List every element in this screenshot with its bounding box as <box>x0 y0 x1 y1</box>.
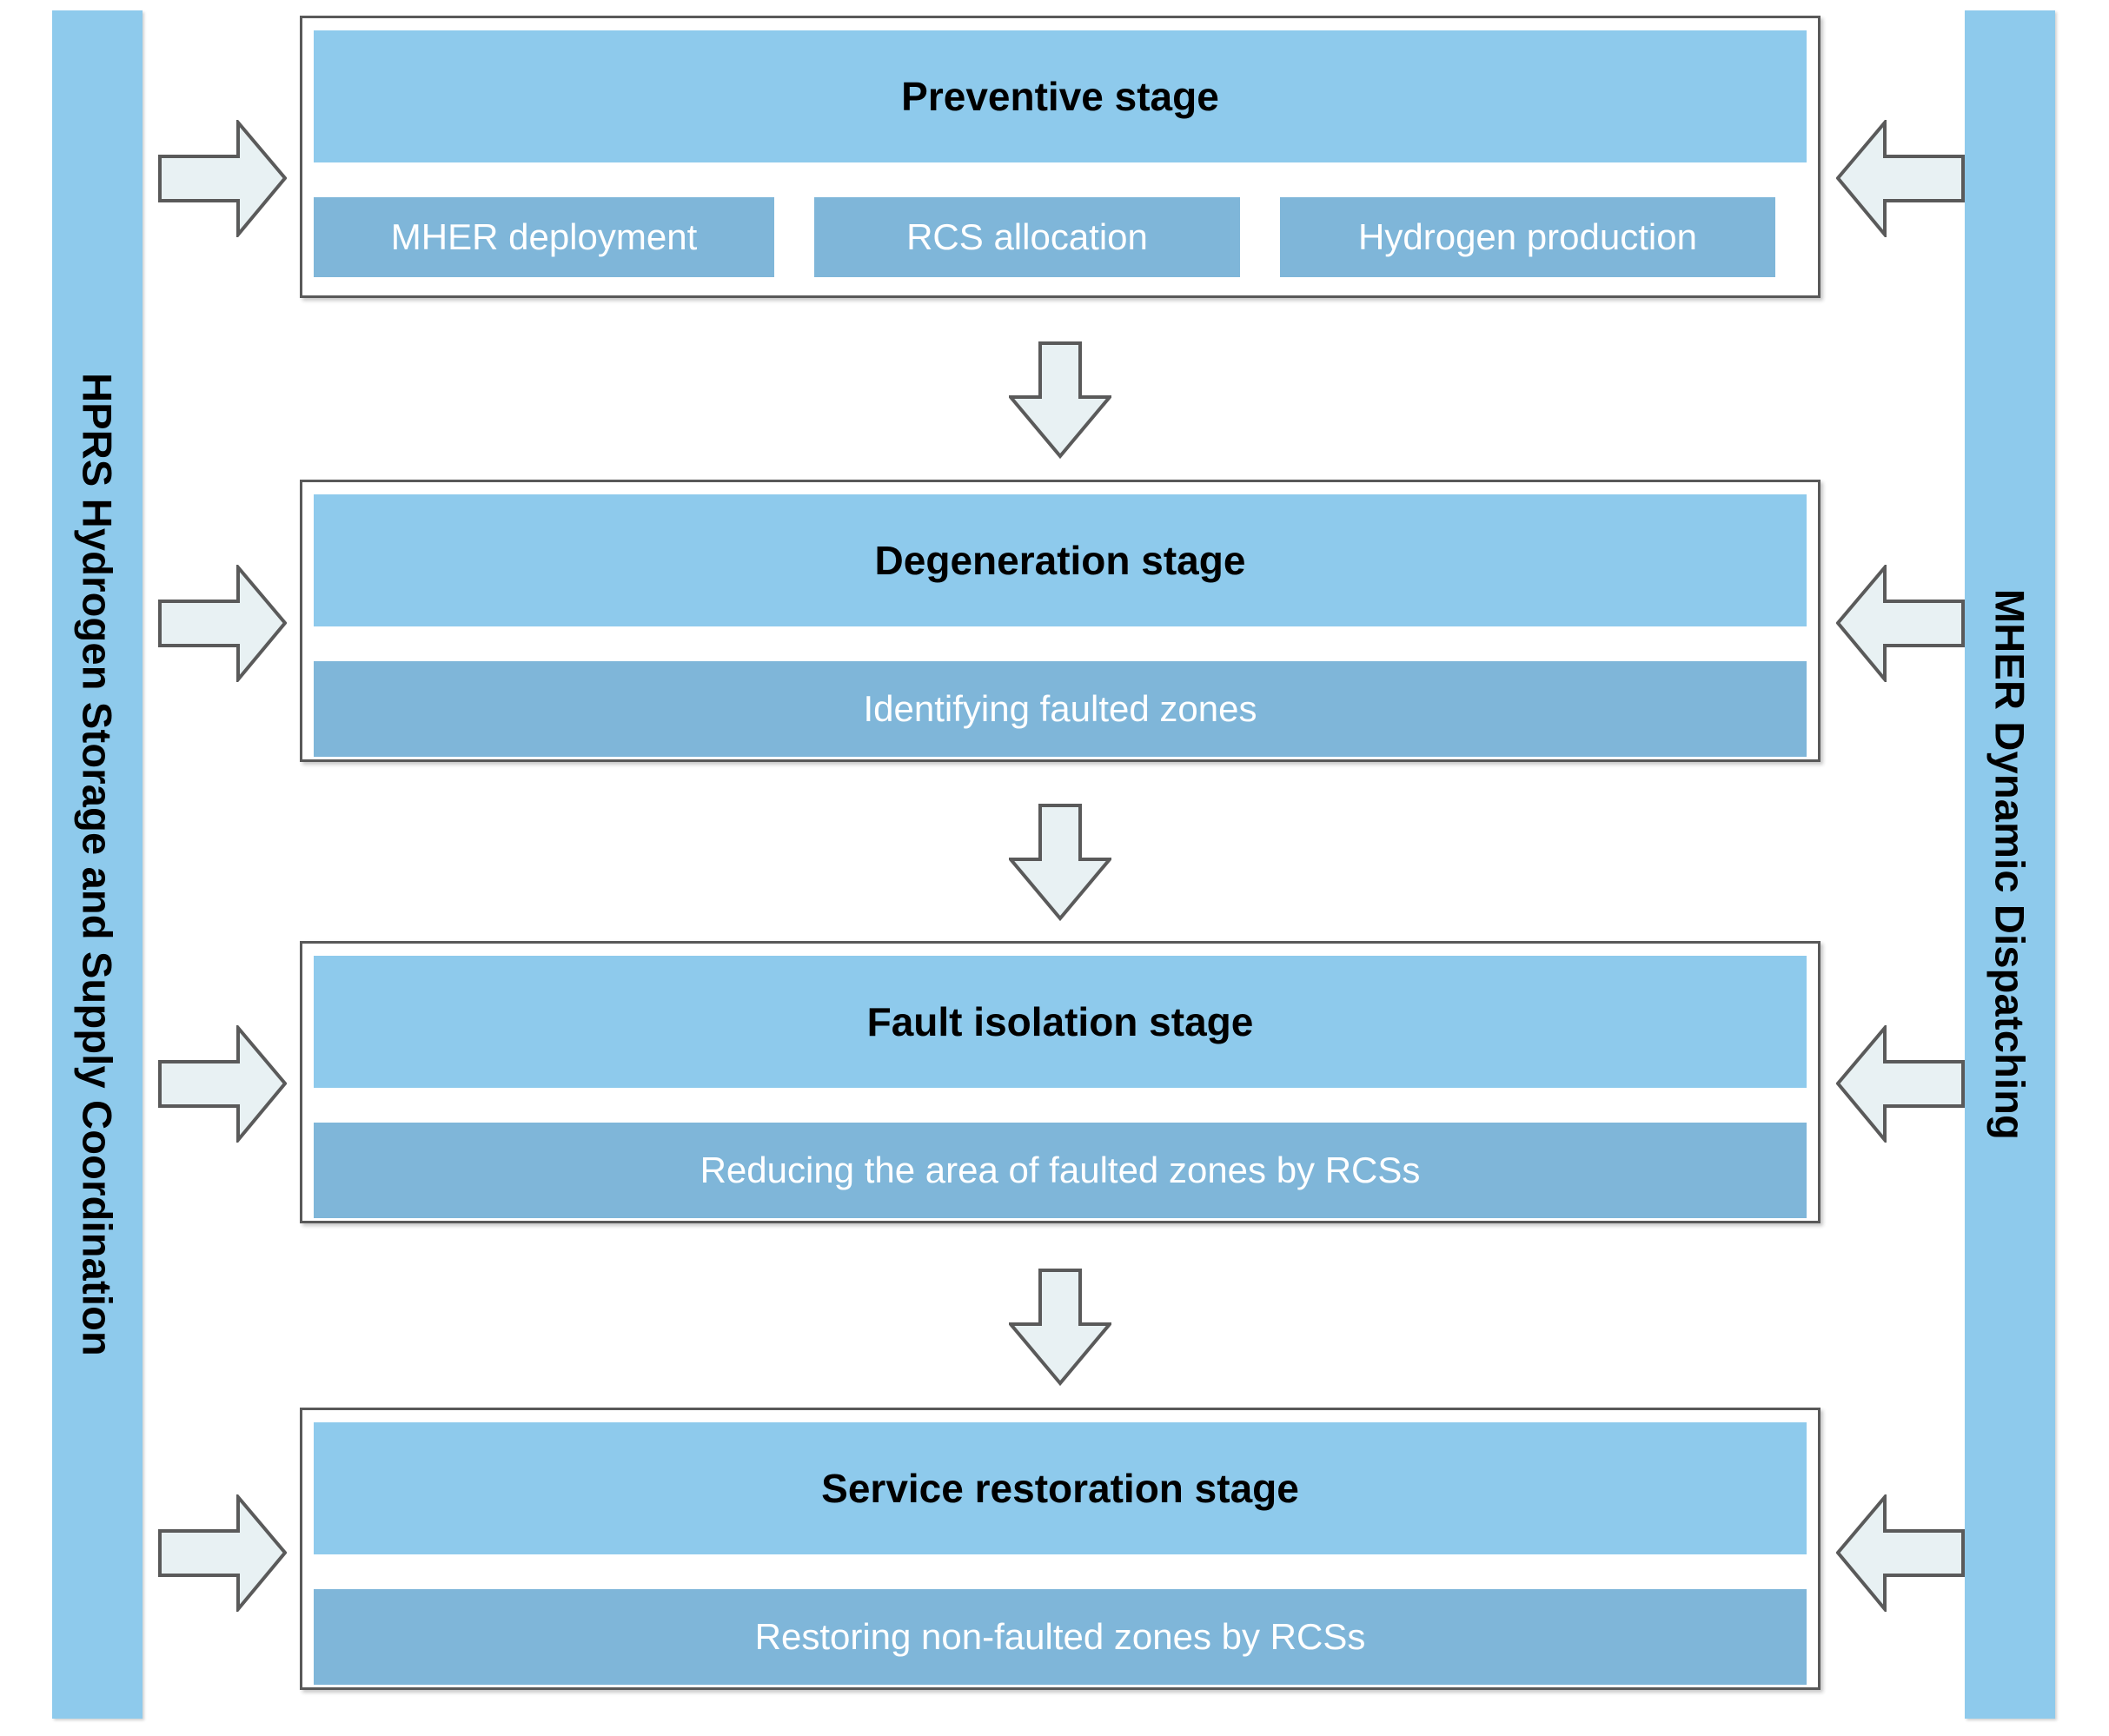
stage-items-service-restoration: Restoring non-faulted zones by RCSs <box>314 1589 1807 1685</box>
left-band-label: HPRS Hydrogen Storage and Supply Coordin… <box>74 373 121 1356</box>
stage-title-preventive: Preventive stage <box>314 30 1807 162</box>
arrow-left-icon-mher-to-stage2 <box>1836 565 1965 682</box>
arrow-right-icon-hprs-to-stage4 <box>158 1494 287 1612</box>
stage-items-degeneration: Identifying faulted zones <box>314 661 1807 757</box>
stage-box-degeneration[interactable]: Degeneration stage Identifying faulted z… <box>300 480 1821 762</box>
arrow-down-icon-stage2-to-stage3 <box>1009 804 1111 921</box>
arrow-left-icon-mher-to-stage1 <box>1836 120 1965 237</box>
stage-title-service-restoration: Service restoration stage <box>314 1422 1807 1554</box>
arrow-left-icon-mher-to-stage3 <box>1836 1025 1965 1143</box>
stage-box-service-restoration[interactable]: Service restoration stage Restoring non-… <box>300 1408 1821 1690</box>
stage-items-preventive: MHER deployment RCS allocation Hydrogen … <box>314 197 1807 277</box>
stage-item-restoring-non-faulted-zones[interactable]: Restoring non-faulted zones by RCSs <box>314 1589 1807 1685</box>
arrow-down-icon-stage1-to-stage2 <box>1009 341 1111 459</box>
stage-items-fault-isolation: Reducing the area of faulted zones by RC… <box>314 1123 1807 1218</box>
stage-box-fault-isolation[interactable]: Fault isolation stage Reducing the area … <box>300 941 1821 1223</box>
arrow-right-icon-hprs-to-stage1 <box>158 120 287 237</box>
stage-item-reducing-faulted-area[interactable]: Reducing the area of faulted zones by RC… <box>314 1123 1807 1218</box>
right-vertical-band-mher: MHER Dynamic Dispatching <box>1965 10 2055 1719</box>
arrow-right-icon-hprs-to-stage2 <box>158 565 287 682</box>
stage-item-mher-deployment[interactable]: MHER deployment <box>314 197 774 277</box>
left-vertical-band-hprs: HPRS Hydrogen Storage and Supply Coordin… <box>52 10 143 1719</box>
right-band-label: MHER Dynamic Dispatching <box>1986 588 2033 1141</box>
stage-item-identifying-faulted-zones[interactable]: Identifying faulted zones <box>314 661 1807 757</box>
arrow-left-icon-mher-to-stage4 <box>1836 1494 1965 1612</box>
arrow-down-icon-stage3-to-stage4 <box>1009 1269 1111 1386</box>
stage-title-fault-isolation: Fault isolation stage <box>314 956 1807 1088</box>
stage-item-rcs-allocation[interactable]: RCS allocation <box>814 197 1240 277</box>
stage-title-degeneration: Degeneration stage <box>314 494 1807 626</box>
arrow-right-icon-hprs-to-stage3 <box>158 1025 287 1143</box>
stage-item-hydrogen-production[interactable]: Hydrogen production <box>1280 197 1775 277</box>
stage-box-preventive[interactable]: Preventive stage MHER deployment RCS all… <box>300 16 1821 298</box>
